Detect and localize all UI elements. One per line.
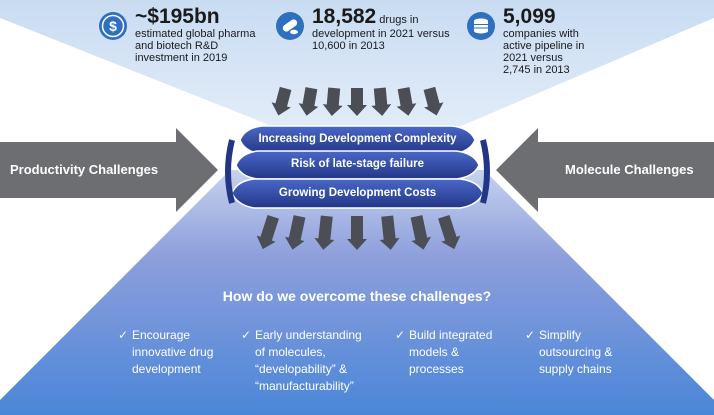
stat-value: 18,582 bbox=[312, 5, 377, 28]
solution-line: Simplify bbox=[539, 328, 582, 342]
stat-desc-line: active pipeline in bbox=[503, 40, 585, 52]
stat-desc-line: investment in 2019 bbox=[135, 52, 228, 64]
down-arrow bbox=[284, 215, 306, 250]
solution-item: ✓ Encourage innovative drug development bbox=[118, 327, 213, 378]
down-arrow bbox=[423, 86, 444, 116]
down-arrow bbox=[271, 86, 292, 116]
bottom-arrow-row bbox=[256, 214, 461, 250]
down-arrow bbox=[347, 88, 367, 116]
down-arrow bbox=[314, 215, 335, 250]
solution-line: “developability” & bbox=[255, 362, 348, 376]
stat-desc-line: development in 2021 versus bbox=[312, 28, 450, 40]
check-icon: ✓ bbox=[241, 328, 252, 342]
stat-desc-line: 10,600 in 2013 bbox=[312, 40, 385, 52]
right-challenge-label: Molecule Challenges bbox=[565, 162, 694, 177]
stat-value: ~$195bn bbox=[135, 5, 220, 28]
down-arrow bbox=[410, 215, 432, 250]
stat-companies-pipeline: 5,099 companies with active pipeline in … bbox=[466, 6, 584, 76]
dollar-coin-icon: $ bbox=[99, 12, 127, 40]
coil-label-complexity: Increasing Development Complexity bbox=[258, 133, 457, 145]
stat-rd-investment: $ ~$195bn estimated global pharma and bi… bbox=[98, 6, 255, 64]
right-challenge-arrow bbox=[496, 128, 714, 212]
check-icon: ✓ bbox=[525, 328, 536, 342]
stat-drugs-in-development: 18,582 drugs in development in 2021 vers… bbox=[275, 6, 450, 52]
stat-value: 5,099 bbox=[503, 5, 556, 28]
solution-item: ✓ Early understanding of molecules, “dev… bbox=[241, 327, 362, 395]
down-arrow bbox=[379, 215, 400, 250]
left-challenge-label: Productivity Challenges bbox=[10, 162, 159, 177]
stat-desc-line: and biotech R&D bbox=[135, 40, 219, 52]
down-arrow bbox=[347, 216, 367, 250]
pills-icon bbox=[276, 12, 304, 40]
check-icon: ✓ bbox=[118, 328, 129, 342]
solution-line: of molecules, bbox=[255, 345, 326, 359]
stat-desc-line: 2,745 in 2013 bbox=[503, 64, 570, 76]
down-arrow bbox=[396, 87, 417, 116]
stat-desc-line: estimated global pharma bbox=[135, 28, 256, 40]
solution-line: Build integrated bbox=[409, 328, 493, 342]
down-arrow bbox=[256, 214, 279, 250]
top-funnel bbox=[0, 0, 714, 165]
stat-desc-line: companies with bbox=[503, 28, 579, 40]
left-challenge-arrow bbox=[0, 128, 218, 212]
top-arrow-row bbox=[271, 86, 444, 116]
down-arrow bbox=[438, 214, 461, 250]
coin-stack-icon bbox=[467, 12, 495, 40]
solution-line: “manufacturability” bbox=[255, 379, 354, 393]
coil-label-costs: Growing Development Costs bbox=[278, 187, 437, 199]
solution-line: models & bbox=[409, 345, 460, 359]
solution-line: development bbox=[132, 362, 201, 376]
svg-text:$: $ bbox=[109, 18, 117, 34]
solution-item: ✓ Simplify outsourcing & supply chains bbox=[525, 327, 612, 378]
check-icon: ✓ bbox=[395, 328, 406, 342]
solution-item: ✓ Build integrated models & processes bbox=[395, 327, 492, 378]
stat-desc-line: 2021 versus bbox=[503, 52, 563, 64]
down-arrow bbox=[298, 87, 319, 116]
solution-line: processes bbox=[409, 362, 464, 376]
coil-bands bbox=[225, 125, 490, 209]
down-arrow bbox=[322, 87, 343, 116]
bottom-funnel bbox=[0, 170, 714, 415]
solution-line: Early understanding bbox=[255, 328, 362, 342]
solution-line: outsourcing & bbox=[539, 345, 613, 359]
stat-desc-inline: drugs in bbox=[379, 14, 419, 26]
coil-label-failure: Risk of late-stage failure bbox=[291, 158, 424, 170]
solution-line: Encourage bbox=[132, 328, 191, 342]
question-heading: How do we overcome these challenges? bbox=[222, 288, 492, 304]
solution-line: supply chains bbox=[539, 362, 612, 376]
solution-line: innovative drug bbox=[132, 345, 214, 359]
down-arrow bbox=[371, 87, 392, 116]
